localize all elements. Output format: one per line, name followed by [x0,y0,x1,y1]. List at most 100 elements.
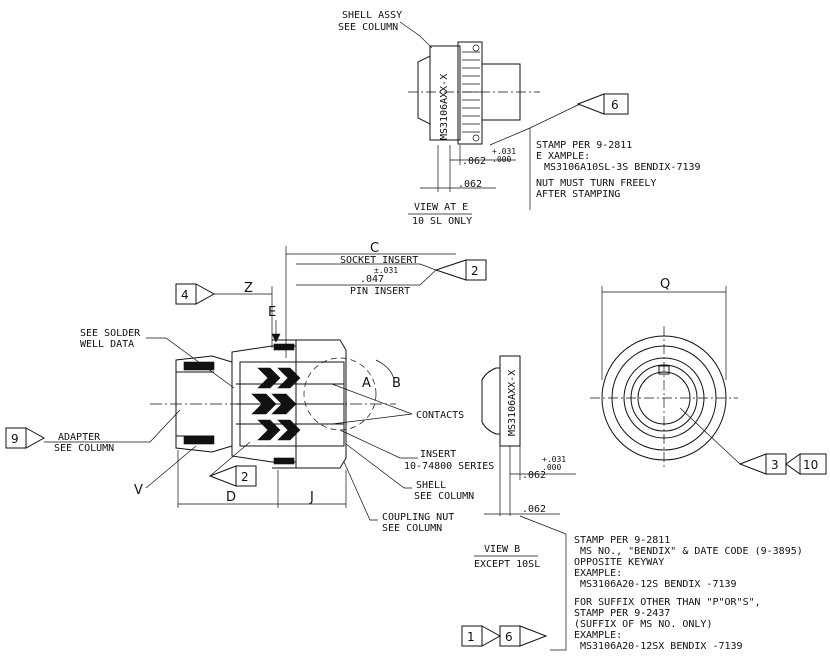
view-at-e-subtitle: 10 SL ONLY [412,216,472,227]
socket-insert-label: SOCKET INSERT [340,255,418,266]
flag-1-text: 1 [467,630,475,644]
top-dim-062-a: .062 [462,156,486,167]
top-dim-062-b: .062 [458,179,482,190]
view-b-arrow [375,359,395,381]
coupling-nut-leader [343,461,378,521]
dim-047: .047 [360,274,384,285]
contacts-label: CONTACTS [416,410,464,421]
view-at-e-title: VIEW AT E [414,202,468,213]
view-b-suffix-5: MS3106A20-12SX BENDIX -7139 [580,641,743,652]
adapter-wall-top [183,361,215,371]
adapter-leader [44,409,181,443]
end-view: Q 3 10 [590,277,827,475]
shell-assy-label-1: SHELL ASSY [342,10,402,21]
insert-bracket [419,263,437,286]
top-nut-note-1: NUT MUST TURN FREELY [536,178,656,189]
flag-10: 10 [785,453,827,475]
detail-circle [303,357,377,431]
view-b-note-3: OPPOSITE KEYWAY [574,557,664,568]
insert-note-1: INSERT [420,449,456,460]
solder-well-leader [146,337,235,389]
dim-q-label: Q [660,277,670,292]
top-connector-shell [429,45,461,141]
flag-9: 9 [5,427,46,449]
flag-2-top-text: 2 [471,264,479,278]
label-e-arrowhead [271,333,281,343]
flag-2-low: 2 [208,465,257,487]
knurl-lines [462,51,480,133]
view-b-title: VIEW B [484,544,520,555]
shell-flange-bottom [273,457,295,465]
shell-note-2: SEE COLUMN [414,491,474,502]
flag-2-low-text: 2 [241,470,249,484]
dim-d-label: D [226,490,236,505]
contacts-leader-1 [331,383,413,415]
top-flag-leader [489,103,581,146]
top-tol-plus: +.031 [492,147,516,156]
shell-flange-top [273,343,295,351]
solder-well-1: SEE SOLDER [80,328,141,339]
top-screw-hole-2 [472,134,480,142]
insert-note-2: 10-74800 SERIES [404,461,494,472]
dim-c-label: C [370,241,379,256]
flag-3-text: 3 [771,458,779,472]
dim-z-label: Z [244,281,253,296]
flag-10-text: 10 [803,458,818,472]
main-view: C SOCKET INSERT ±.031 .047 PIN INSERT 2 … [5,241,494,534]
top-stamp-note-2: E XAMPLE: [536,151,590,162]
flag-3: 3 [738,453,787,475]
view-b-note-1: STAMP PER 9-2811 [574,535,670,546]
top-stamp-note-3: MS3106A10SL-3S BENDIX-7139 [544,162,701,173]
shell-assy-label-2: SEE COLUMN [338,22,398,33]
view-b-stamp: MS3106AXX-X [507,370,518,436]
label-a: A [362,376,371,391]
insert-leader [339,429,418,459]
view-b-note-2: MS NO., "BENDIX" & DATE CODE (9-3895) [580,546,803,557]
solder-well-2: WELL DATA [80,339,134,350]
top-nut-note-2: AFTER STAMPING [536,189,620,200]
view-b-nut [481,367,501,435]
flag-4-text: 4 [181,288,189,302]
flag-6-top-text: 6 [611,98,619,112]
adapter-note-2: SEE COLUMN [54,443,114,454]
flag-6-top: 6 [576,93,629,115]
flag-1: 1 [461,625,502,647]
top-view: SHELL ASSY SEE COLUMN MS3106AXX-X .062 +… [338,10,701,227]
view-b-note-5: MS3106A20-12S BENDIX -7139 [580,579,737,590]
label-v: V [134,483,143,498]
top-stamp-text: MS3106AXX-X [439,74,450,140]
adapter-note-1: ADAPTER [58,432,101,443]
flag-6-low: 6 [499,625,548,647]
top-stamp-note-1: STAMP PER 9-2811 [536,140,632,151]
top-coupling-nut [457,41,483,145]
shell-note-1: SHELL [416,480,446,491]
end-leader [679,407,741,465]
view-b-note-4: EXAMPLE: [574,568,622,579]
shell-assy-leader [399,21,433,49]
flag-2-low-leader [209,441,251,477]
label-b: B [392,376,401,391]
contacts-leader-2 [331,413,413,425]
top-tol-zero: .000 [492,155,511,164]
dim-j-label: J [309,490,314,505]
view-b-tol-zero: .000 [542,463,561,472]
view-b: MS3106AXX-X .062 +.031 .000 .062 VIEW B … [461,355,803,652]
view-b-suffix-1: FOR SUFFIX OTHER THAN "P"OR"S", [574,597,761,608]
view-b-dim-062-b: .062 [522,504,546,515]
view-b-subtitle: EXCEPT 10SL [474,559,540,570]
view-b-suffix-3: (SUFFIX OF MS NO. ONLY) [574,619,712,630]
flag-4: 4 [175,283,216,305]
flag-6-low-text: 6 [505,630,513,644]
top-connector-back [417,55,431,125]
coupling-nut-note-2: SEE COLUMN [382,523,442,534]
shell-leader [345,443,412,489]
view-b-note-bracket [519,515,567,651]
view-b-suffix-2: STAMP PER 9-2437 [574,608,670,619]
flag-9-text: 9 [11,432,19,446]
view-b-dim-062-a: .062 [522,470,546,481]
adapter-wall-bottom [183,435,215,445]
pin-insert-label: PIN INSERT [350,286,410,297]
top-screw-hole-1 [472,44,480,52]
view-b-suffix-4: EXAMPLE: [574,630,622,641]
